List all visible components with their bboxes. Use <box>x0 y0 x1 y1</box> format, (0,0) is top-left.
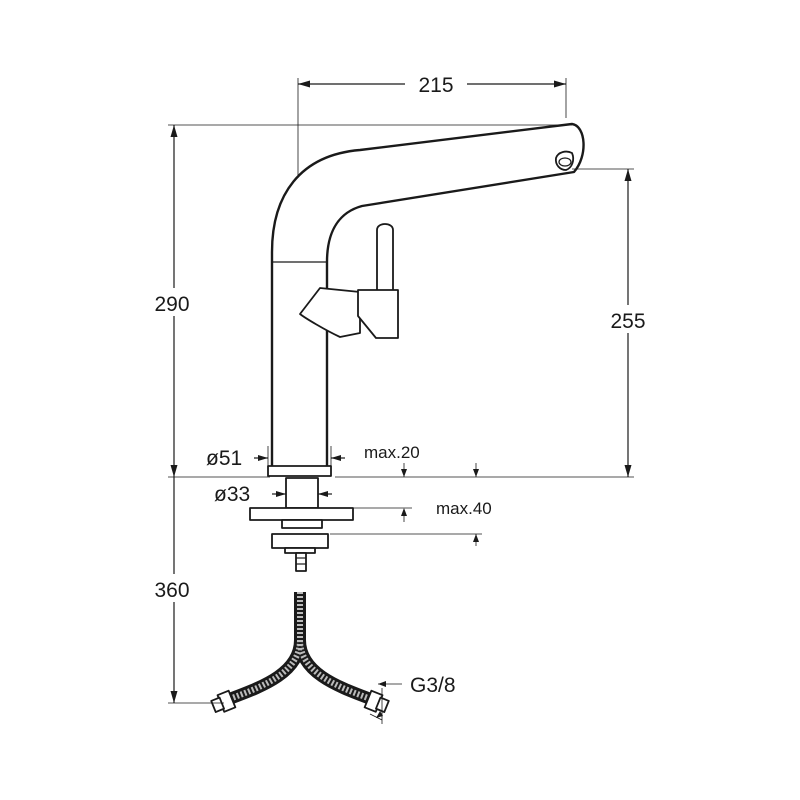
max-20-label: max.20 <box>364 443 420 462</box>
hose-thread-label: G3/8 <box>410 674 456 697</box>
base-flange <box>267 465 332 477</box>
mounting-assembly <box>249 477 354 572</box>
base-diameter-label: ø51 <box>206 447 242 470</box>
dimension-max-40: max.40 <box>330 499 492 546</box>
shank-diameter-label: ø33 <box>214 483 250 506</box>
dimension-spout-reach: 215 <box>297 70 567 178</box>
dimension-shank-diameter: ø33 <box>214 483 332 506</box>
dimension-max-20: max.20 <box>364 443 479 477</box>
max-40-label: max.40 <box>436 499 492 518</box>
dimension-hose-length: 360 <box>145 477 224 704</box>
dimension-base-diameter: ø51 <box>206 446 345 470</box>
dimension-spout-height: 255 <box>335 168 656 478</box>
flexible-hoses <box>210 592 390 713</box>
faucet-body <box>270 122 585 469</box>
dimension-total-height: 290 <box>145 124 572 478</box>
spout-height-label: 255 <box>610 310 645 333</box>
spout-reach-label: 215 <box>418 74 453 97</box>
lever-handle <box>299 223 399 339</box>
dimension-hose-thread: G3/8 <box>369 674 456 724</box>
hose-length-label: 360 <box>154 579 189 602</box>
total-height-label: 290 <box>154 293 189 316</box>
